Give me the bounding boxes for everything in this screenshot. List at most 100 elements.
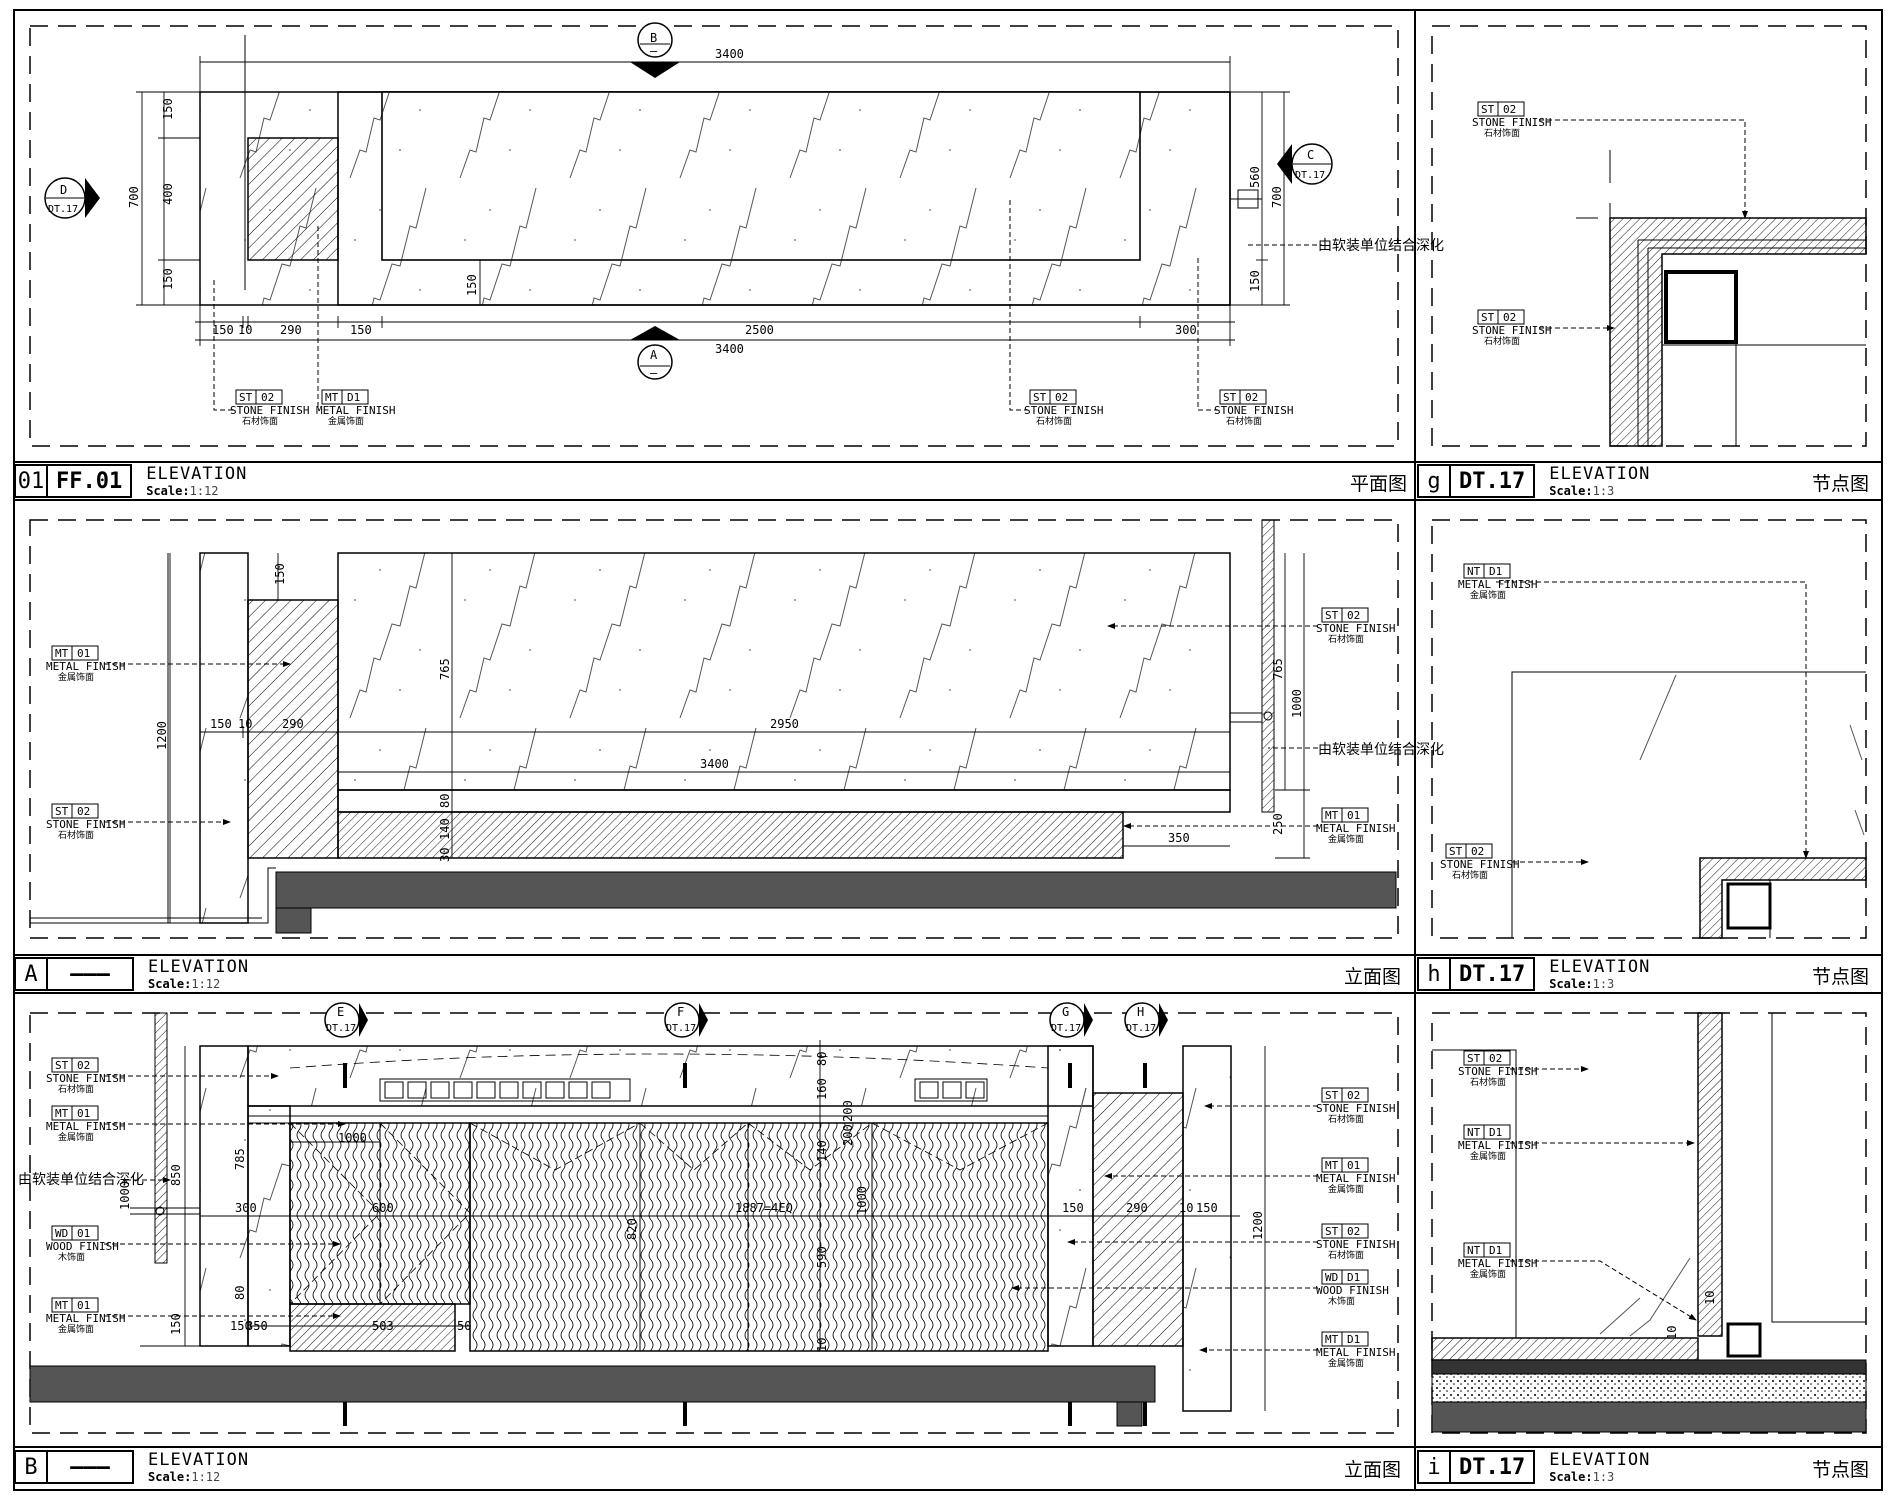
- plan-dim-2500: 2500: [745, 323, 774, 337]
- title-block-i-cn: 节点图: [1812, 1459, 1870, 1481]
- title-block-i-scale-value: 1:3: [1592, 1469, 1615, 1484]
- title-block-h-code: DT.17: [1451, 957, 1536, 991]
- material-tag-name: METAL FINISH: [1458, 1139, 1537, 1152]
- b-dim-300: 300: [235, 1201, 257, 1215]
- title-block-i-scale-label: Scale:: [1549, 1469, 1593, 1484]
- socket-row-left: [379, 1078, 631, 1102]
- plan-leaders: [213, 200, 1322, 411]
- title-block-g-cn: 节点图: [1812, 473, 1870, 495]
- material-tag-cn: 石材饰面: [1226, 415, 1262, 427]
- title-block-01: 01 FF.01 ELEVATION Scale:1:12: [14, 464, 247, 498]
- title-block-h-elevation: ELEVATION: [1549, 956, 1651, 977]
- b-dim-10: 10: [1179, 1201, 1193, 1215]
- detail-h: [1511, 671, 1867, 939]
- material-tag-code: ST: [1467, 1052, 1481, 1065]
- detail-i-leaders: [1510, 1066, 1697, 1321]
- plan-section-markers: B — A — D DT.17 C DT.17: [44, 22, 1333, 380]
- title-block-a-scale-label: Scale:: [148, 976, 192, 991]
- a-dim-350: 350: [1168, 831, 1190, 845]
- detail-i: [1431, 1012, 1867, 1433]
- detail-g: [1576, 150, 1867, 447]
- title-block-h-scale: Scale:1:3: [1549, 978, 1650, 990]
- material-tag-name: STONE FINISH: [1316, 1102, 1395, 1115]
- b-dim-v850: 850: [169, 1164, 183, 1186]
- elevation-b-note-deepening: 由软装单位结合深化: [18, 1172, 144, 1188]
- title-block-h-letter: h: [1417, 957, 1451, 991]
- material-tag-name: STONE FINISH: [1458, 1065, 1537, 1078]
- a-dim-2950: 2950: [770, 717, 799, 731]
- material-tag-cn: 石材饰面: [242, 415, 278, 427]
- title-block-b-scale-value: 1:12: [191, 1469, 221, 1484]
- socket-row-right: [914, 1078, 988, 1102]
- a-dim-v250: 250: [1271, 813, 1285, 835]
- sheet-frame: [13, 9, 1883, 1491]
- material-tag-code: ST: [1449, 845, 1463, 858]
- material-tag-cn: 石材饰面: [58, 829, 94, 841]
- material-tag-name: METAL FINISH: [316, 404, 395, 417]
- material-tag-num: 02: [1055, 391, 1068, 404]
- title-block-i-letter: i: [1417, 1450, 1451, 1484]
- material-tag-num: 02: [261, 391, 274, 404]
- material-tag-code: MT: [325, 391, 339, 404]
- material-tag-name: STONE FINISH: [1472, 116, 1551, 129]
- material-tag-code: MT: [1325, 809, 1339, 822]
- material-tag-name: STONE FINISH: [46, 818, 125, 831]
- title-block-a: A ——— ELEVATION Scale:1:12: [14, 957, 249, 991]
- material-tag-code: MT: [55, 1299, 69, 1312]
- material-tag-cn: 金属饰面: [1328, 1357, 1364, 1369]
- title-block-01-scale: Scale:1:12: [146, 485, 247, 497]
- a-dim-v80: 80: [438, 794, 452, 808]
- b-dim-v1000l: 1000: [118, 1181, 132, 1210]
- title-block-01-title: ELEVATION Scale:1:12: [146, 465, 247, 497]
- material-tag-num: 02: [1503, 103, 1516, 116]
- section-marker-b: B —: [630, 22, 680, 78]
- b-dim-1887: 1887=4EQ: [735, 1201, 793, 1215]
- material-tag-num: 01: [1347, 809, 1360, 822]
- title-block-01-letter: 01: [14, 464, 48, 498]
- title-block-i-scale: Scale:1:3: [1549, 1471, 1650, 1483]
- material-tag-code: MT: [1325, 1159, 1339, 1172]
- material-tag-num: 01: [77, 1227, 90, 1240]
- material-tag-code: MT: [55, 647, 69, 660]
- a-dim-3400: 3400: [700, 757, 729, 771]
- a-dim-v765: 765: [438, 658, 452, 680]
- material-tag-code: ST: [1033, 391, 1047, 404]
- material-tag-name: STONE FINISH: [230, 404, 309, 417]
- material-tag-num: D1: [1347, 1333, 1360, 1346]
- title-block-i: i DT.17 ELEVATION Scale:1:3: [1417, 1450, 1650, 1484]
- material-tag-cn: 木饰面: [1328, 1295, 1355, 1307]
- material-tag-cn: 石材饰面: [1484, 335, 1520, 347]
- title-block-b-elevation: ELEVATION: [148, 1449, 250, 1470]
- material-tag-cn: 金属饰面: [1328, 833, 1364, 845]
- plan-dim-v150r: 150: [1248, 270, 1262, 292]
- material-tag-cn: 石材饰面: [1484, 127, 1520, 139]
- title-block-h-scale-label: Scale:: [1549, 976, 1593, 991]
- title-block-b-title: ELEVATION Scale:1:12: [148, 1449, 250, 1484]
- material-tag-code: ST: [55, 1059, 69, 1072]
- title-block-01-code: FF.01: [48, 464, 133, 498]
- material-tag-cn: 金属饰面: [328, 415, 364, 427]
- material-tag-cn: 石材饰面: [1328, 1249, 1364, 1261]
- b-dim-v785: 785: [233, 1148, 247, 1170]
- marker-a-letter: A: [650, 348, 658, 362]
- material-tag-num: 01: [77, 1299, 90, 1312]
- material-tag-cn: 石材饰面: [1036, 415, 1072, 427]
- title-block-01-scale-value: 1:12: [189, 483, 219, 498]
- material-tag-code: NT: [1467, 565, 1481, 578]
- marker-d-ref: DT.17: [48, 204, 78, 215]
- material-tag-code: ST: [1223, 391, 1237, 404]
- elevation-b-section-markers: E DT.17 F DT.17 G DT.17 H DT.17: [324, 1002, 1168, 1038]
- material-tag-num: D1: [1489, 1126, 1502, 1139]
- material-tag-name: STONE FINISH: [1440, 858, 1519, 871]
